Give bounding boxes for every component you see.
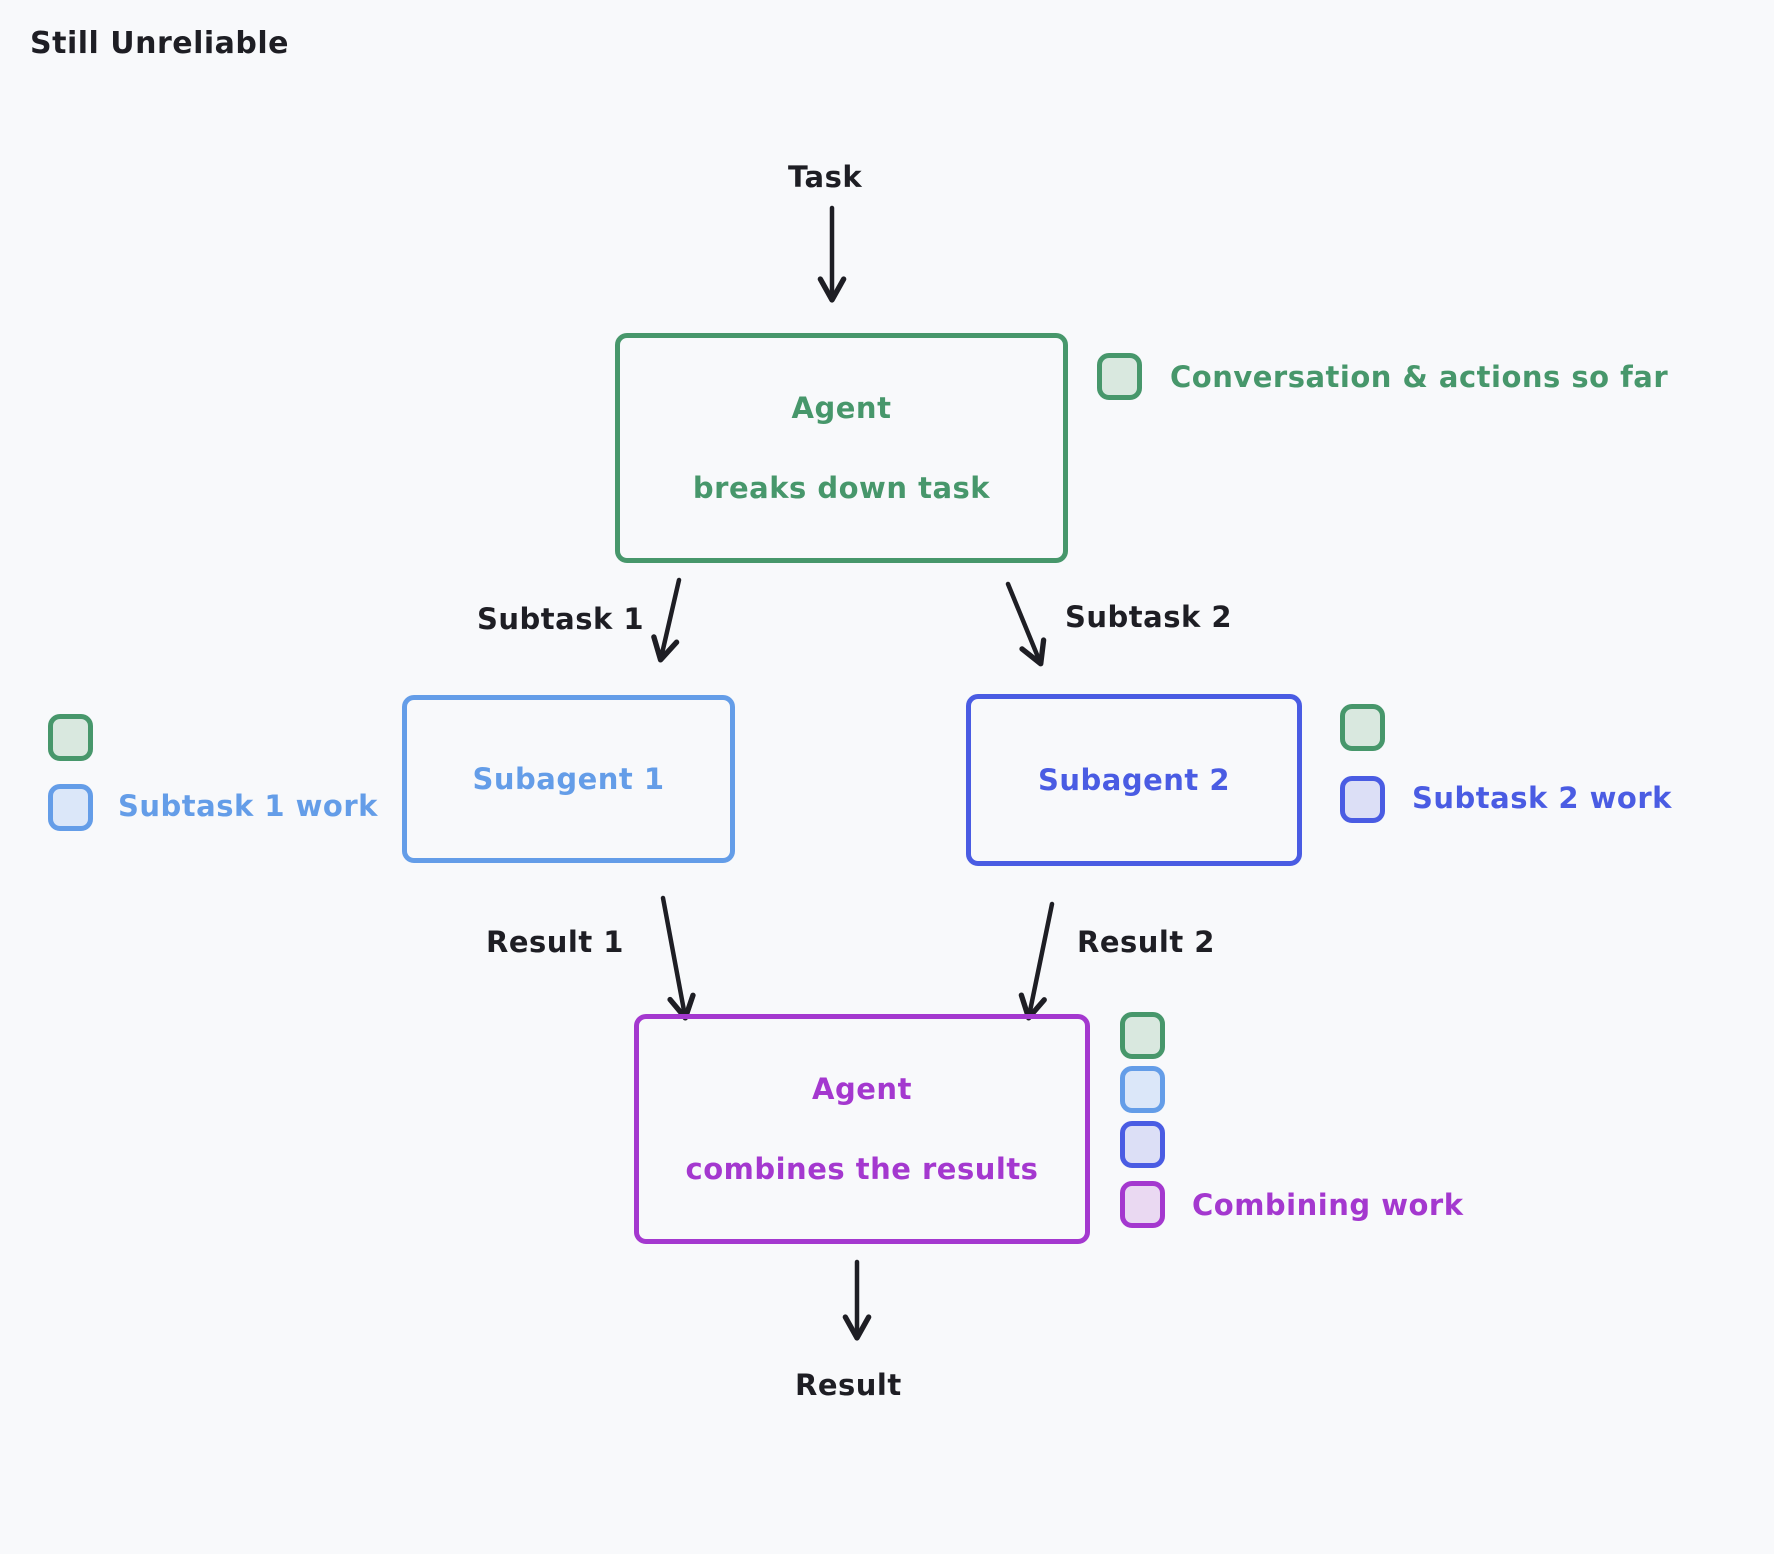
result2-edge-label: Result 2: [1077, 925, 1215, 959]
agent-breakdown-subtitle: breaks down task: [692, 471, 991, 505]
subagent1-label: Subagent 1: [472, 762, 665, 796]
subtask2-context-swatch-icon: [1340, 704, 1385, 751]
subtask2-edge-label: Subtask 2: [1065, 600, 1233, 634]
diagram-title: Still Unreliable: [30, 26, 290, 61]
conversation-swatch-icon: [1097, 353, 1142, 400]
agent-to-subagent1-arrow: [651, 577, 682, 663]
result-label: Result: [795, 1368, 902, 1402]
combine-subtask2-swatch-icon: [1120, 1121, 1165, 1168]
task-label: Task: [788, 160, 863, 194]
subtask1-edge-label: Subtask 1: [477, 602, 645, 636]
subtask1-work-legend-label: Subtask 1 work: [118, 789, 378, 823]
combining-work-swatch-icon: [1120, 1181, 1165, 1228]
combine-subtask1-swatch-icon: [1120, 1066, 1165, 1113]
agent-to-subagent2-arrow: [1005, 581, 1047, 667]
agent-breakdown-node: Agent breaks down task: [615, 333, 1068, 563]
agent-combine-subtitle: combines the results: [685, 1152, 1039, 1186]
subagent2-node: Subagent 2: [966, 694, 1302, 866]
agent-combine-node: Agent combines the results: [634, 1014, 1090, 1244]
agent-breakdown-title: Agent: [791, 391, 892, 425]
subagent1-to-combine-arrow: [660, 895, 696, 1021]
subagent2-label: Subagent 2: [1037, 763, 1231, 797]
subtask2-work-swatch-icon: [1340, 776, 1385, 823]
subtask2-work-legend-label: Subtask 2 work: [1412, 781, 1672, 815]
conversation-legend-label: Conversation & actions so far: [1170, 360, 1669, 394]
combining-work-legend-label: Combining work: [1192, 1188, 1464, 1222]
subagent1-node: Subagent 1: [402, 695, 735, 863]
combine-context-swatch-icon: [1120, 1012, 1165, 1059]
result1-edge-label: Result 1: [486, 925, 624, 959]
subagent2-to-combine-arrow: [1018, 901, 1055, 1021]
agent-combine-title: Agent: [812, 1072, 912, 1106]
subtask1-context-swatch-icon: [48, 714, 93, 761]
subtask1-work-swatch-icon: [48, 784, 93, 831]
